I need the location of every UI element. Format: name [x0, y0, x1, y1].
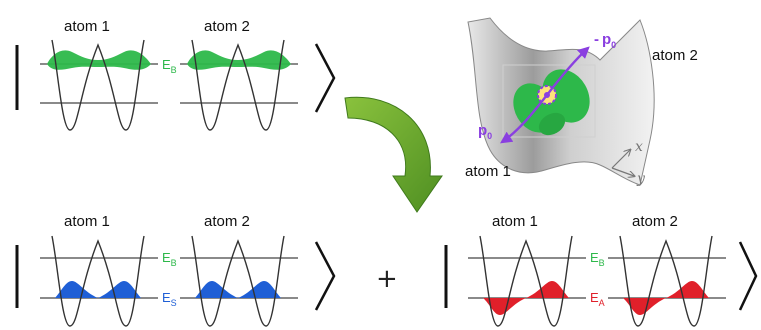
plus-operator: + — [376, 264, 398, 294]
axes-indicator: x y — [611, 139, 646, 187]
potential-curve — [619, 235, 713, 327]
energy-label-ea: EA — [590, 290, 605, 308]
potential-curve — [479, 235, 573, 327]
atom2-label: atom 2 — [632, 213, 678, 230]
momentum-label-minus-p0: -p0 — [594, 31, 616, 50]
potential-curve — [191, 235, 285, 327]
transition-arrow — [344, 96, 443, 213]
double-well-atom2 — [180, 235, 298, 327]
axis-x-label: x — [635, 139, 643, 155]
energy-label-eb: EB — [162, 250, 177, 268]
potential-curve — [51, 39, 145, 131]
atom1-label: atom 1 — [492, 213, 538, 230]
inset-potential-surface: -p0 p0 atom 2 atom 1 x y — [465, 17, 698, 187]
inset-atom2-label: atom 2 — [652, 47, 698, 64]
double-well-atom1 — [40, 235, 158, 327]
bottom-symmetric-state: atom 1 atom 2 EB ES — [15, 213, 336, 327]
atom2-label: atom 2 — [204, 213, 250, 230]
double-well-atom2 — [608, 235, 726, 327]
bottom-antisymmetric-state: atom 1 atom 2 EB EA — [444, 213, 758, 327]
atom1-label: atom 1 — [64, 18, 110, 35]
symmetric-wavefunction — [195, 281, 281, 298]
double-well-atom1 — [468, 235, 586, 327]
antisymmetric-wavefunction — [623, 281, 709, 315]
antisymmetric-wavefunction — [483, 281, 569, 315]
energy-label-eb: EB — [590, 250, 605, 268]
symmetric-wavefunction — [55, 281, 141, 298]
double-well-atom2 — [180, 39, 298, 131]
momentum-arrow-p0 — [500, 46, 590, 144]
atom1-label: atom 1 — [64, 213, 110, 230]
momentum-label-p0: p0 — [478, 122, 492, 141]
atom2-label: atom 2 — [204, 18, 250, 35]
axis-y-label: y — [636, 171, 646, 187]
energy-label-es: ES — [162, 290, 177, 308]
ket-bracket — [314, 43, 336, 113]
double-well-atom1 — [40, 39, 158, 131]
top-state: atom 1 atom 2 EB — [15, 18, 336, 131]
ket-bracket — [738, 241, 758, 311]
ket-bracket — [314, 241, 336, 311]
potential-curve — [51, 235, 145, 327]
potential-curve — [191, 39, 285, 131]
inset-atom1-label: atom 1 — [465, 163, 511, 180]
bonding-wavefunction — [187, 50, 291, 70]
bonding-wavefunction — [47, 50, 151, 70]
energy-label-eb: EB — [162, 57, 177, 75]
